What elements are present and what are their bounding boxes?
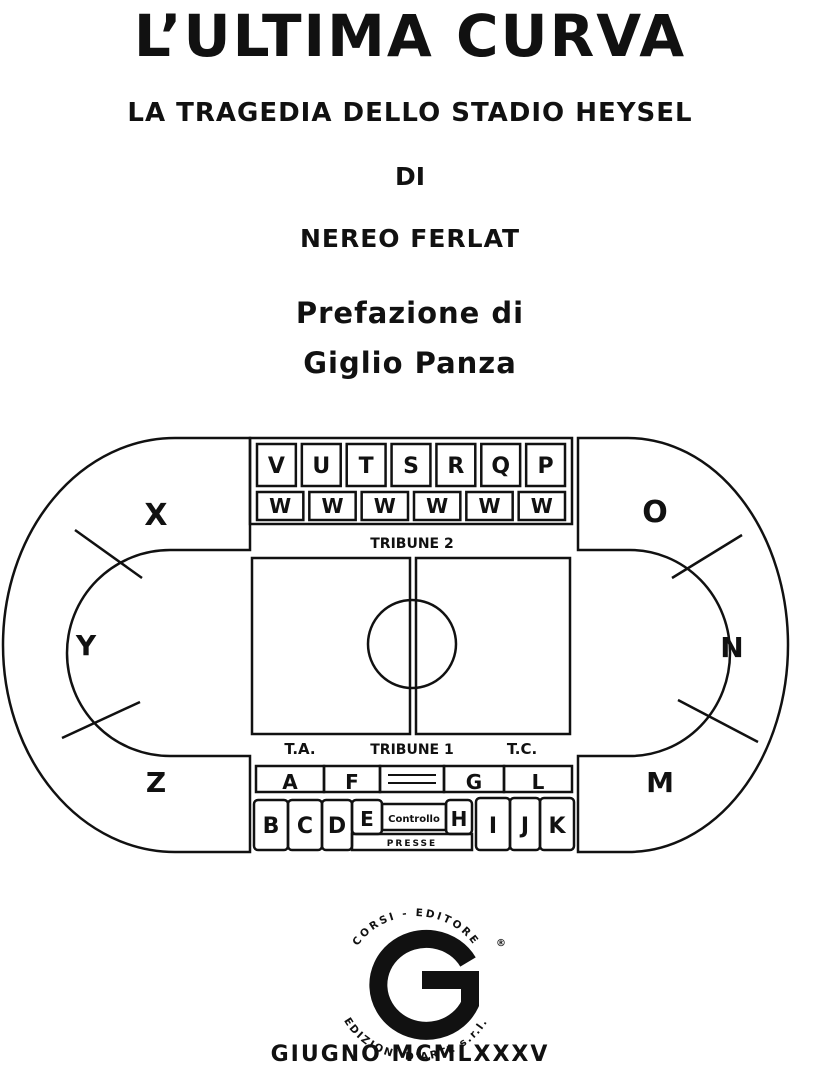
tribune-2-seat-box bbox=[435, 442, 477, 488]
sector-label: W bbox=[269, 494, 291, 518]
sector-label: C bbox=[297, 814, 313, 839]
tc-label: T.C. bbox=[507, 740, 537, 758]
sector-label: W bbox=[374, 494, 396, 518]
sector-label: O bbox=[642, 495, 668, 530]
ta-label: T.A. bbox=[284, 740, 315, 758]
preface-author: Giglio Panza bbox=[303, 346, 517, 380]
tribune-2-seat-box bbox=[524, 442, 567, 488]
g-monogram-icon bbox=[369, 929, 479, 1040]
tribune-2-seat-box bbox=[465, 490, 514, 522]
by-line: DI bbox=[394, 162, 426, 191]
publication-date: GIUGNO MCMLXXXV bbox=[270, 1042, 550, 1067]
tribune-1-label: TRIBUNE 1 bbox=[370, 742, 453, 758]
center-circle bbox=[366, 598, 458, 690]
tribune-2-seat-box bbox=[300, 442, 342, 488]
sector-label: N bbox=[720, 631, 743, 664]
sector-label: D bbox=[328, 814, 346, 839]
sector-label: R bbox=[447, 454, 464, 479]
tribune-2-seat-box bbox=[255, 442, 298, 488]
controllo-label: Controllo bbox=[388, 814, 440, 825]
sector-label: Z bbox=[146, 766, 166, 799]
sector-label: B bbox=[263, 814, 280, 839]
sector-label: I bbox=[489, 814, 497, 839]
tribune-2-block bbox=[248, 436, 574, 526]
sector-label: W bbox=[321, 494, 343, 518]
tribune-2-seat-box bbox=[255, 490, 305, 522]
sector-label: V bbox=[268, 454, 285, 479]
publisher-logo: CORSI - EDITORE ® EDIZIONI D'ARTE s.r.l. bbox=[341, 907, 506, 1063]
sector-label: P bbox=[538, 454, 554, 479]
book-title: L’ULTIMA CURVA bbox=[133, 2, 687, 70]
sector-label: W bbox=[478, 494, 500, 518]
left-curve-stand bbox=[1, 436, 252, 854]
tribune-2-seat-box bbox=[308, 490, 357, 522]
sector-label: Q bbox=[491, 454, 510, 479]
preface-label: Prefazione di bbox=[295, 296, 525, 330]
sector-label: E bbox=[360, 807, 374, 831]
tribune-2-seat-box bbox=[360, 490, 410, 522]
presse-label: PRESSE bbox=[387, 839, 437, 849]
sector-label: G bbox=[466, 770, 482, 794]
tribune-2-seat-box bbox=[390, 442, 432, 488]
tribune-2-seat-box bbox=[517, 490, 567, 522]
tribune-2-seat-box bbox=[345, 442, 387, 488]
tribune-1-reserved-box bbox=[378, 764, 446, 794]
book-subtitle: LA TRAGEDIA DELLO STADIO HEYSEL bbox=[127, 98, 693, 128]
sector-label: H bbox=[451, 807, 468, 831]
sector-label: T bbox=[359, 454, 374, 479]
pitch-left-half bbox=[250, 556, 412, 736]
sector-label: F bbox=[345, 770, 359, 794]
tribune-2-label: TRIBUNE 2 bbox=[370, 536, 453, 552]
sector-label: S bbox=[403, 454, 419, 479]
tribune-2-seat-box bbox=[480, 442, 522, 488]
sector-label: L bbox=[532, 770, 545, 794]
registered-mark: ® bbox=[496, 938, 506, 949]
author-name: NEREO FERLAT bbox=[299, 224, 521, 253]
sector-label: J bbox=[519, 814, 529, 839]
sector-label: W bbox=[426, 494, 448, 518]
sector-label: U bbox=[312, 454, 330, 479]
sector-label: K bbox=[548, 814, 566, 839]
sector-label: A bbox=[282, 770, 298, 794]
sector-label: X bbox=[144, 498, 167, 533]
pitch-right-half bbox=[414, 556, 572, 736]
sector-label: M bbox=[646, 766, 674, 799]
sector-label: W bbox=[531, 494, 553, 518]
sector-label: Y bbox=[75, 629, 97, 662]
tribune-2-seat-box bbox=[412, 490, 462, 522]
right-curve-stand bbox=[576, 436, 790, 854]
